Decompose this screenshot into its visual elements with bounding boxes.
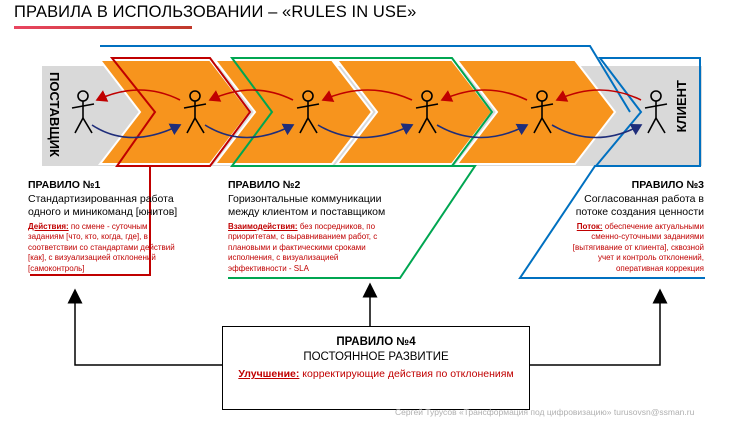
supplier-figure (71, 90, 95, 134)
stick-figures (71, 90, 668, 134)
rule3-outline-left (100, 45, 631, 113)
rule4-detail-label: Улучшение: (238, 368, 300, 380)
client-label: КЛИЕНТ (674, 80, 689, 133)
chevron-3 (334, 59, 494, 165)
rule3-detail-text: обеспечение актуальными сменно-суточными… (572, 222, 704, 273)
chevron-4 (454, 59, 617, 165)
backward-flow-arrows (95, 89, 642, 102)
rule4-box: ПРАВИЛО №4 ПОСТОЯННОЕ РАЗВИТИЕ Улучшение… (222, 326, 530, 410)
worker-figure-1 (183, 90, 207, 134)
rule1-detail-label: Действия: (28, 222, 69, 231)
rule3-detail-label: Поток: (576, 222, 603, 231)
rule3-heading: ПРАВИЛО №3 (631, 179, 704, 191)
rule3-outline (518, 57, 705, 279)
rule2-detail-text: без посредников, по приоритетам, с вырав… (228, 222, 378, 273)
rule3-detail: Поток: обеспечение актуальными сменно-су… (560, 222, 704, 274)
worker-figure-2 (296, 90, 320, 134)
rule1-subtitle-line2: одного и миникоманд [юнитов] (28, 206, 178, 218)
rule1-detail: Действия: по смене - суточным заданиям [… (28, 222, 178, 274)
rule3-subtitle-line2: потоке создания ценности (575, 206, 704, 218)
rule2-subtitle-line1: Горизонтальные коммуникации (228, 193, 382, 205)
title-underline (14, 26, 192, 29)
rule2-subtitle-line2: между клиентом и поставщиком (228, 206, 386, 218)
rule1-outline (30, 57, 252, 276)
footer-credit: Сергей Турусов «Трансформация под цифров… (395, 407, 695, 417)
rule4-detail: Улучшение: корректирующие действия по от… (223, 368, 529, 381)
rule3-subtitle-line1: Согласованная работа в (584, 193, 704, 205)
rule1-subtitle-line1: Стандартизированная работа (28, 193, 174, 205)
rule2-detail-label: Взаимодействия: (228, 222, 298, 231)
rule3-subtitle: Согласованная работа в потоке создания ц… (540, 193, 704, 219)
improvement-arrows (67, 282, 668, 366)
rule4-detail-text: корректирующие действия по отклонениям (299, 368, 514, 380)
rule1-heading: ПРАВИЛО №1 (28, 179, 101, 191)
rule2-outline (228, 57, 494, 279)
page-title: ПРАВИЛА В ИСПОЛЬЗОВАНИИ – «RULES IN USE» (14, 3, 417, 21)
rule1-detail-text: по смене - суточным заданиям [что, кто, … (28, 222, 175, 273)
rule1-subtitle: Стандартизированная работа одного и мини… (28, 193, 218, 219)
worker-figure-4 (530, 90, 554, 134)
rule2-subtitle: Горизонтальные коммуникации между клиент… (228, 193, 428, 219)
forward-flow-arrows (91, 123, 643, 139)
worker-figure-3 (415, 90, 439, 134)
rule4-subtitle: ПОСТОЯННОЕ РАЗВИТИЕ (303, 351, 449, 363)
rule2-detail: Взаимодействия: без посредников, по прио… (228, 222, 398, 274)
supplier-label: ПОСТАВЩИК (47, 72, 62, 157)
rule2-heading: ПРАВИЛО №2 (228, 179, 301, 191)
chevron-2 (212, 59, 374, 165)
chevrons (97, 59, 617, 165)
client-figure (644, 90, 668, 134)
rule4-heading: ПРАВИЛО №4 (336, 336, 416, 348)
